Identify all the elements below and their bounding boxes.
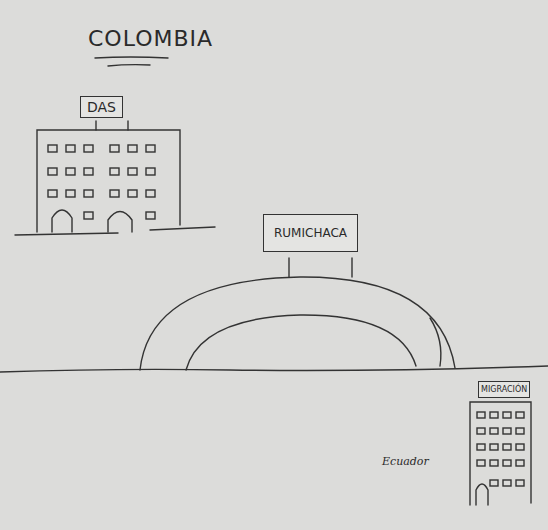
window-grid — [477, 412, 524, 486]
title-underline — [108, 65, 150, 66]
building-door — [108, 212, 132, 233]
bridge-arch — [140, 277, 455, 370]
bridge-arch — [430, 318, 441, 366]
sign-text: DAS — [87, 99, 116, 115]
border-line — [0, 366, 548, 372]
title-underline — [95, 57, 168, 58]
sign-board: DAS — [80, 96, 123, 118]
ground-line — [15, 227, 215, 235]
building-outline — [37, 130, 180, 232]
sign-text: MIGRACIÓN — [481, 385, 527, 394]
building-door — [52, 210, 72, 232]
bridge-arch — [186, 315, 416, 370]
sign-post — [127, 121, 128, 130]
sign-board: MIGRACIÓN — [478, 381, 530, 398]
sign-post — [95, 121, 96, 130]
sign-post — [288, 258, 289, 277]
sign-board: RUMICHACA — [263, 214, 358, 252]
building-outline — [470, 402, 531, 505]
sign-post — [351, 258, 352, 277]
map-title: COLOMBIA — [88, 26, 213, 51]
country-label: Ecuador — [382, 455, 429, 468]
window-grid — [48, 145, 155, 219]
sign-text: RUMICHACA — [274, 226, 347, 240]
building-door — [476, 484, 488, 505]
